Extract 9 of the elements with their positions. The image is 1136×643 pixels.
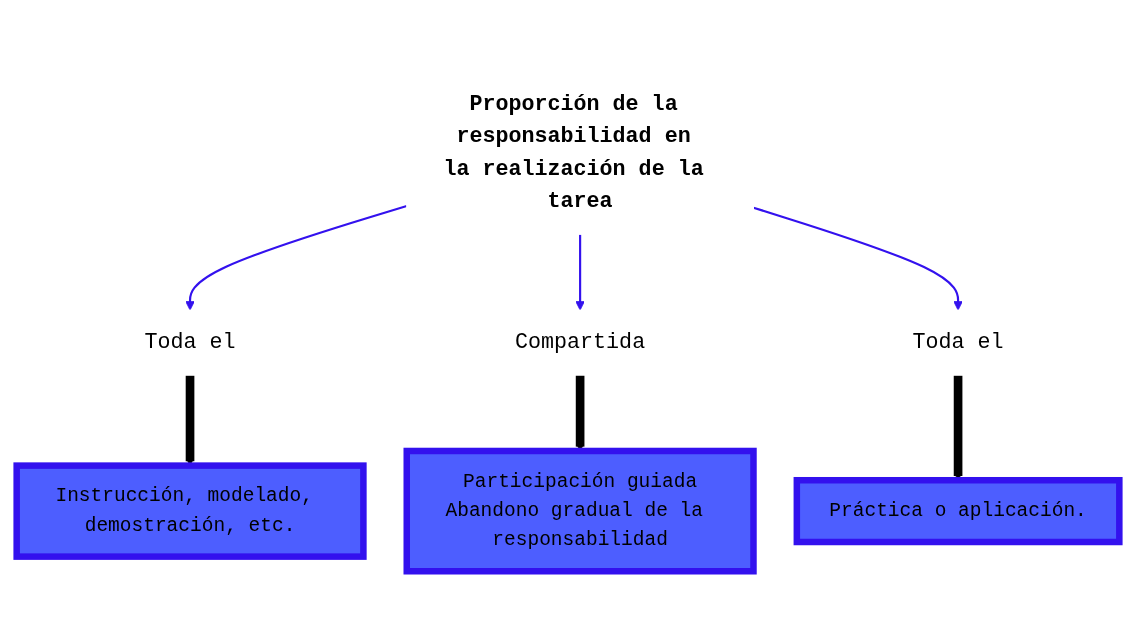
arrow bbox=[575, 234, 585, 311]
node-box: Práctica o aplicación. bbox=[793, 477, 1123, 546]
node-text: Toda el bbox=[144, 329, 236, 355]
node-text: Toda el bbox=[912, 329, 1004, 355]
node-box: Instrucción, modelado, demostración, etc. bbox=[13, 462, 367, 560]
node-text: Compartida bbox=[515, 329, 646, 355]
node-text: Proporción de la responsabilidad en la realización de la tarea bbox=[443, 91, 704, 214]
arrow bbox=[753, 206, 963, 311]
node-box: Participación guiada Abandono gradual de la responsabilidad bbox=[403, 447, 757, 575]
